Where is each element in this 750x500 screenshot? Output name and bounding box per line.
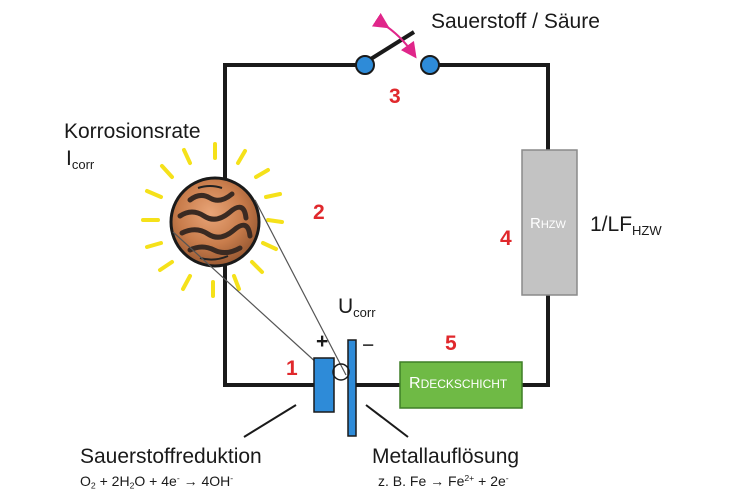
resistor-deckschicht — [399, 361, 523, 409]
anode-electrode — [347, 339, 357, 437]
resistor-deckschicht-label: RDECKSCHICHT — [409, 375, 508, 392]
u-corr-label: Ucorr — [338, 295, 376, 320]
switch-lever — [364, 30, 416, 64]
magnifier-lines — [172, 199, 347, 376]
step-number-5: 5 — [445, 332, 457, 355]
resistor-hzw — [521, 149, 578, 296]
plus-sign: + — [316, 330, 329, 353]
cathode-equation: O2 + 2H2O + 4e- → 4OH- — [80, 473, 234, 491]
cathode-pointer-line — [243, 404, 297, 438]
interface-marker — [332, 363, 350, 381]
step-number-3: 3 — [389, 85, 401, 108]
resistor-hzw-label: RHZW — [530, 215, 566, 232]
step-number-4: 4 — [500, 227, 512, 250]
oxygen-reduction-label: Sauerstoffreduktion — [80, 445, 262, 468]
curved-double-arrow-icon — [371, 12, 417, 59]
switch-contact-right — [420, 55, 440, 75]
corrosion-rate-label: Korrosionsrate — [64, 120, 201, 143]
conductivity-label: 1/LFHZW — [590, 213, 662, 238]
i-corr-label: Icorr — [66, 147, 95, 172]
minus-sign: − — [362, 334, 375, 357]
step-number-2: 2 — [313, 201, 325, 224]
switch-label: Sauerstoff / Säure — [431, 10, 600, 33]
corroded-surface-icon — [169, 176, 261, 268]
cathode-electrode — [313, 357, 335, 413]
step-number-1: 1 — [286, 357, 298, 380]
switch — [355, 12, 440, 75]
anode-pointer-line — [365, 404, 409, 438]
circuit-wires — [223, 63, 550, 387]
anode-equation: z. B. Fe → Fe2+ + 2e- — [378, 473, 509, 489]
metal-dissolution-label: Metallauflösung — [372, 445, 520, 468]
switch-contact-left — [355, 55, 375, 75]
glow-rays — [141, 142, 284, 298]
